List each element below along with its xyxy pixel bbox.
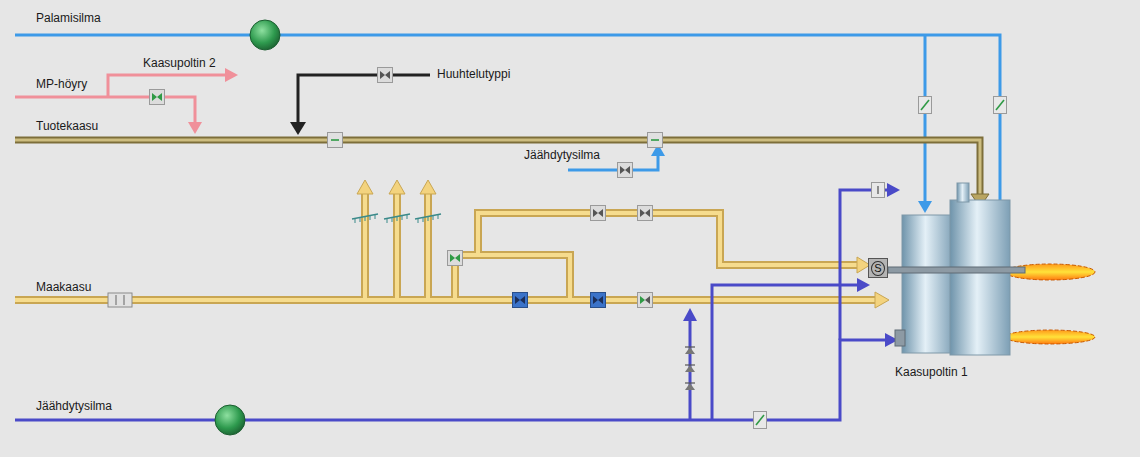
combustion-air-line	[15, 35, 1000, 203]
line-label: MP-höyry	[35, 77, 88, 91]
arrowhead	[188, 68, 238, 134]
arrowhead	[290, 122, 306, 135]
line-label: Jäähdytysilma	[523, 148, 601, 162]
line-label: Kaasupoltin 2	[142, 56, 217, 70]
product-gas-line	[15, 140, 980, 196]
line-label: Huuhtelutyppi	[436, 67, 511, 81]
arrowhead	[683, 183, 900, 347]
arrowhead	[357, 180, 889, 308]
purge-nitrogen-line	[298, 75, 430, 123]
cooling-air-line	[15, 190, 888, 420]
symbol-letter: S	[871, 261, 884, 276]
process-symbols	[108, 20, 1007, 435]
burner-illustration	[888, 183, 1095, 355]
solenoid-box: S	[868, 258, 888, 278]
steam-line	[15, 75, 226, 123]
line-label: Jäähdytysilma	[35, 399, 113, 413]
burner-unit: Kaasupoltin 1 S	[868, 180, 1068, 385]
burner-label: Kaasupoltin 1	[894, 365, 969, 379]
line-label: Palamisilma	[35, 11, 102, 25]
line-label: Maakaasu	[35, 280, 92, 294]
line-label: Tuotekaasu	[35, 119, 99, 133]
